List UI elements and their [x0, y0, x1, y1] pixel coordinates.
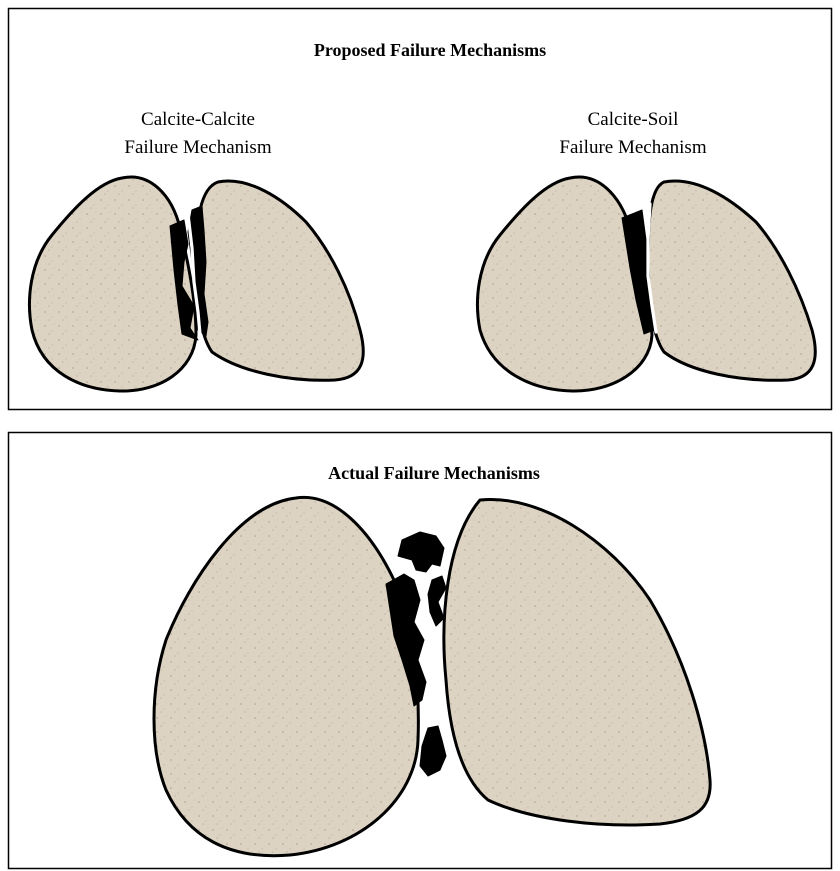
actual-panel: Actual Failure Mechanisms: [9, 433, 832, 869]
calcite-soil-label-line2: Failure Mechanism: [559, 137, 706, 158]
calcite-calcite-label-line1: Calcite-Calcite: [141, 109, 255, 130]
proposed-panel: Proposed Failure Mechanisms Calcite-Calc…: [9, 9, 832, 410]
calcite-calcite-label-line2: Failure Mechanism: [124, 137, 271, 158]
proposed-panel-title: Proposed Failure Mechanisms: [314, 40, 546, 60]
calcite-soil-label-line1: Calcite-Soil: [588, 109, 679, 130]
actual-panel-title: Actual Failure Mechanisms: [328, 463, 540, 483]
